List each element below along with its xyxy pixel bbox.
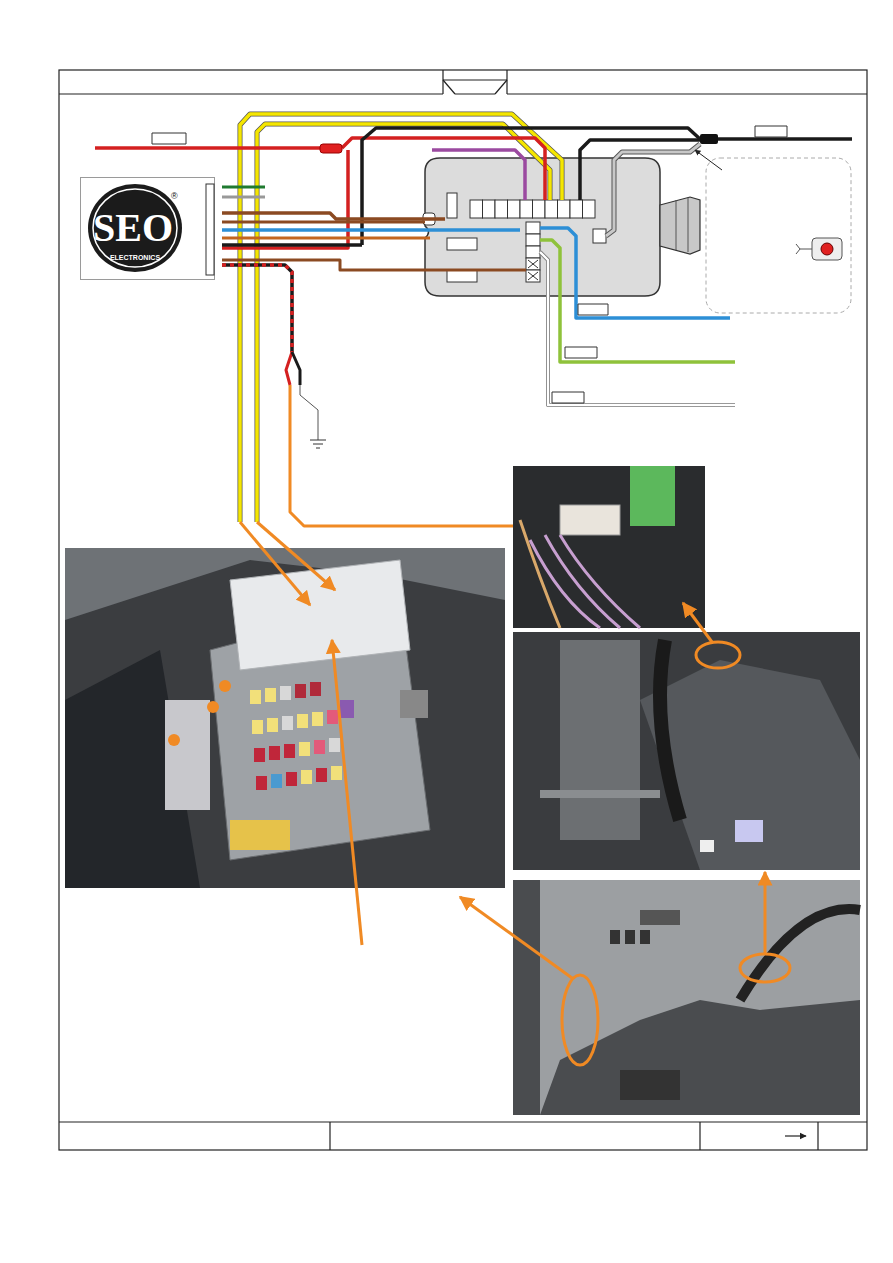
wires: [95, 114, 852, 526]
page-frame: [59, 70, 867, 1150]
photo-fusebox: [65, 548, 505, 888]
logo-text: SEO: [81, 208, 185, 248]
photo-connector-closeup: [513, 466, 705, 628]
leader-arrows: [240, 522, 765, 978]
registered-mark: ®: [171, 192, 183, 201]
photo-dashboard: [513, 880, 860, 1115]
remote-key: [706, 158, 851, 313]
photo-steering-column: [513, 632, 860, 870]
page-arrow: [785, 1135, 806, 1136]
control-module: SEO ELECTRONICS ®: [80, 177, 215, 280]
logo-subtext: ELECTRONICS: [95, 254, 175, 261]
